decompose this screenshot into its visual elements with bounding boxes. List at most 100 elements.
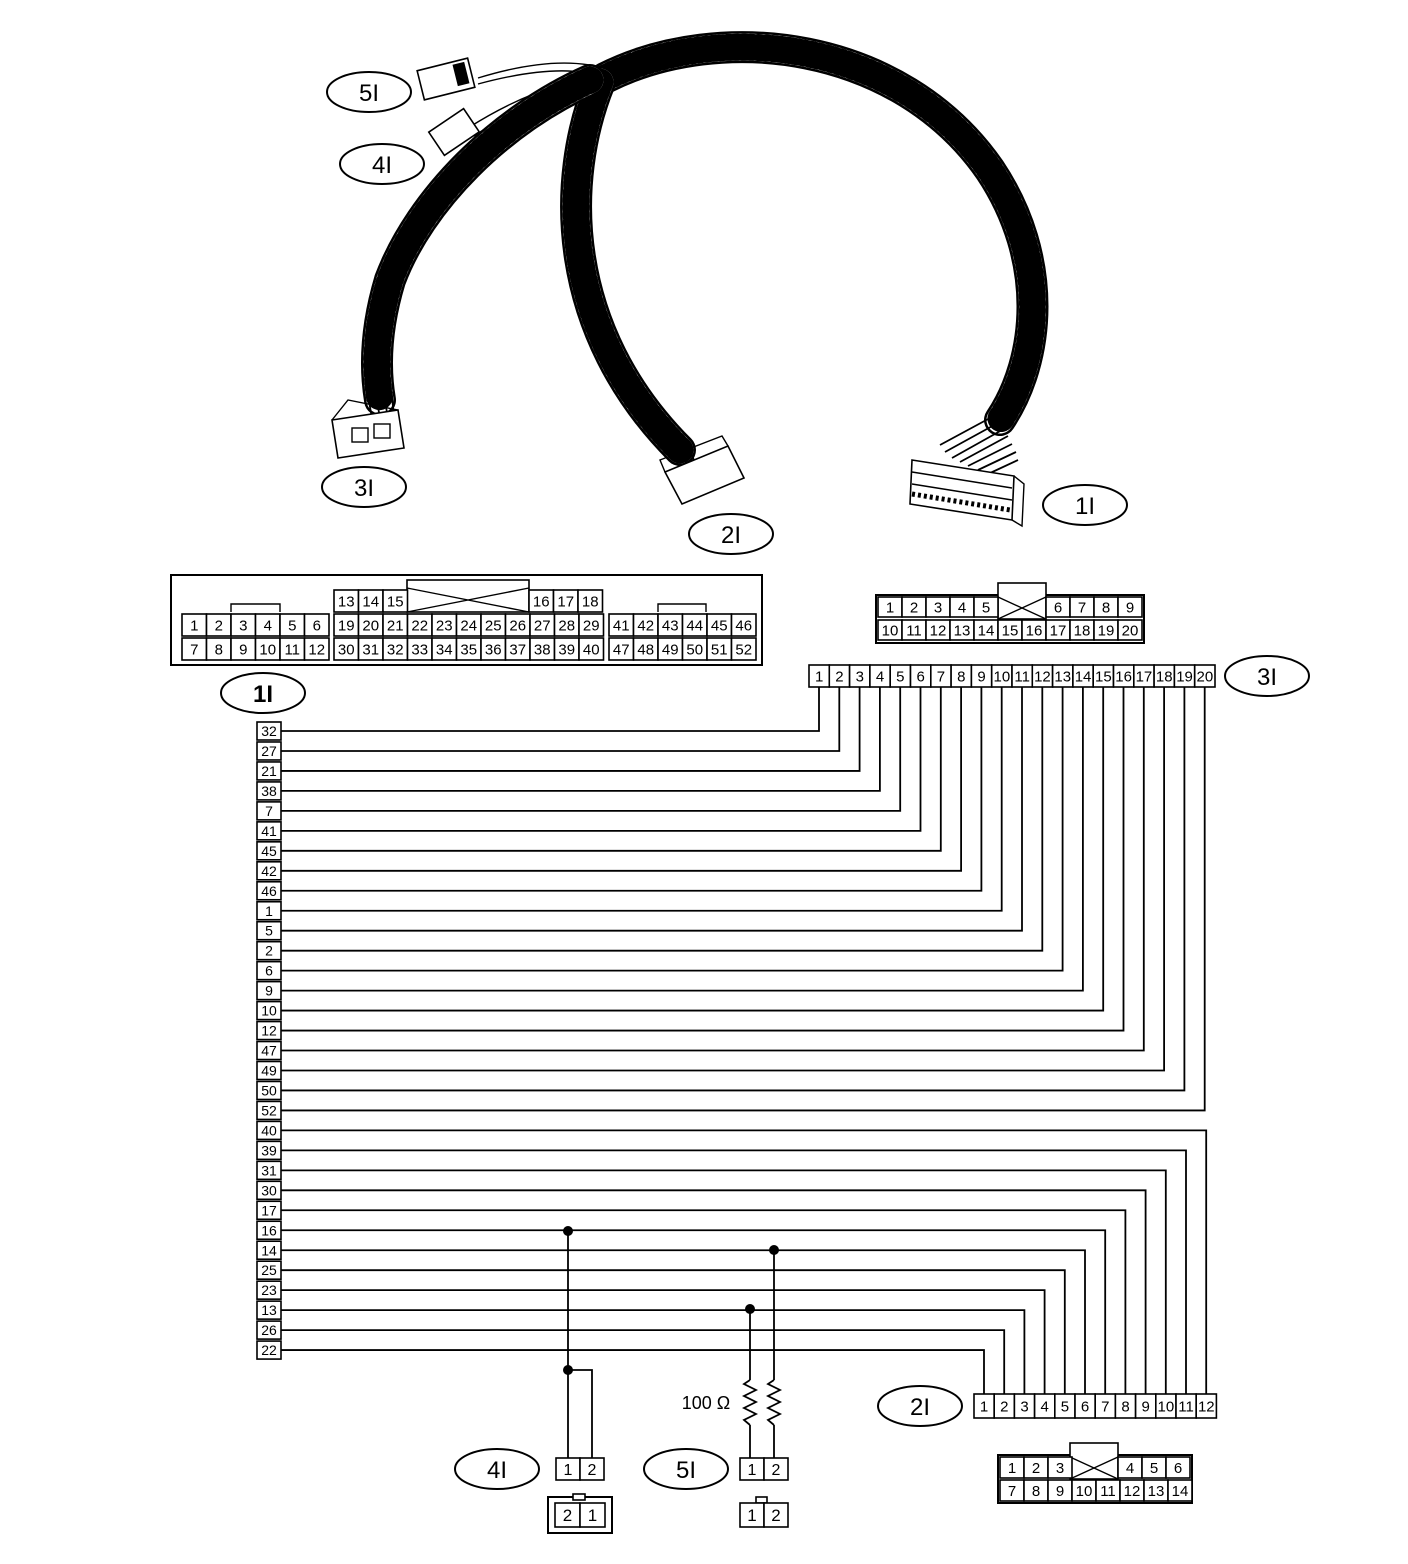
- pin-number: 2: [1032, 1460, 1040, 1477]
- strip-terminal: 14: [1072, 664, 1095, 688]
- pin-cell: 21: [382, 613, 409, 637]
- callout-5-lower: 5I: [643, 1448, 729, 1490]
- pin-number: 10: [994, 668, 1011, 685]
- pin-number: 2: [910, 599, 918, 616]
- harness-branch-2: [560, 66, 696, 466]
- pin-cell: 7: [1069, 596, 1095, 618]
- callout-1-lower-label: 1I: [253, 681, 273, 708]
- pin-number: 50: [686, 641, 703, 658]
- pin-cell: 15: [382, 589, 409, 613]
- pin-number: 2: [772, 1462, 781, 1479]
- pin-number: 10: [261, 1003, 277, 1019]
- pin-cell: 9: [1047, 1479, 1073, 1502]
- pin-number: 32: [261, 723, 277, 739]
- pin-cell: 1: [739, 1502, 765, 1528]
- strip-terminal: 9: [256, 980, 282, 1001]
- pin-number: 51: [711, 641, 728, 658]
- pin-number: 52: [735, 641, 752, 658]
- pin-number: 14: [978, 622, 995, 639]
- pin-number: 22: [261, 1342, 277, 1358]
- callout-4-lower: 4I: [454, 1448, 540, 1490]
- callout-5-label: 5I: [359, 80, 379, 107]
- resistor-1: [741, 1379, 759, 1426]
- pin-cell: 6: [1045, 596, 1071, 618]
- pin-cell: 28: [553, 613, 580, 637]
- pin-number: 10: [259, 641, 276, 658]
- pin-number: 4: [264, 617, 272, 634]
- wire: [281, 687, 983, 892]
- pin-number: 52: [261, 1102, 277, 1118]
- strip-terminal: 27: [256, 741, 282, 761]
- pin-cell: 1: [739, 1457, 765, 1481]
- pin-number: 38: [261, 783, 277, 799]
- strip-terminal: 9: [970, 664, 993, 688]
- strip-terminal: 1: [973, 1393, 996, 1419]
- pin-number: 9: [977, 668, 985, 685]
- strip-terminal: 50: [256, 1080, 282, 1101]
- pin-number: 6: [1174, 1460, 1182, 1477]
- pin-number: 4: [1041, 1398, 1049, 1415]
- pin-cell: 1: [999, 1456, 1025, 1479]
- strip-terminal: 5: [889, 664, 912, 688]
- pin-cell: 8: [1093, 596, 1119, 618]
- pin-number: 30: [261, 1182, 277, 1198]
- pin-number: 7: [1008, 1483, 1016, 1500]
- strip-terminal: 4: [869, 664, 892, 688]
- pin-number: 9: [1126, 599, 1134, 616]
- pin-number: 9: [1142, 1398, 1150, 1415]
- strip-terminal: 52: [256, 1100, 282, 1121]
- pin-number: 11: [284, 641, 300, 658]
- pin-number: 5: [1061, 1398, 1069, 1415]
- pin-number: 24: [460, 617, 477, 634]
- pin-number: 36: [485, 641, 502, 658]
- pin-number: 1: [588, 1506, 597, 1525]
- pin-number: 48: [637, 641, 654, 658]
- pin-number: 1: [748, 1462, 757, 1479]
- pin-cell: 19: [1093, 619, 1119, 641]
- wire: [281, 687, 942, 852]
- callout-1-lower: [220, 672, 306, 714]
- pin-number: 12: [1124, 1483, 1141, 1500]
- callout-2-strip: 2I: [877, 1385, 963, 1427]
- wire: [281, 687, 1105, 1012]
- strip-terminal: 49: [256, 1060, 282, 1081]
- pin-number: 16: [261, 1222, 277, 1238]
- wire: [281, 687, 820, 732]
- pin-number: 6: [916, 668, 924, 685]
- sensor-4-plug: [427, 107, 481, 157]
- strip-terminal: 6: [909, 664, 932, 688]
- callout-3-label: 3I: [354, 475, 374, 502]
- pin-number: 32: [387, 641, 404, 658]
- harness-branch-1: [589, 31, 1049, 436]
- wire: [281, 687, 861, 772]
- wire: [281, 1349, 985, 1394]
- pin-number: 26: [261, 1322, 277, 1338]
- pin-cell: 38: [529, 637, 556, 661]
- connector-1-body: [909, 417, 1025, 528]
- pin-number: 11: [1100, 1483, 1116, 1500]
- pin-number: 7: [265, 803, 273, 819]
- strip-terminal: 8: [1114, 1393, 1137, 1419]
- strip-terminal: 38: [256, 781, 282, 801]
- pin-cell: 2: [554, 1502, 581, 1528]
- pin-number: 9: [265, 983, 273, 999]
- pin-cell: 4: [254, 613, 281, 637]
- pin-cell: 17: [1045, 619, 1071, 641]
- pin-number: 21: [387, 617, 404, 634]
- strip-terminal: 5: [256, 920, 282, 941]
- pin-cell: 22: [406, 613, 433, 637]
- pin-cell: 23: [431, 613, 458, 637]
- strip-terminal: 31: [256, 1160, 282, 1181]
- pin-number: 13: [1148, 1483, 1165, 1500]
- pin-number: 6: [265, 963, 273, 979]
- pin-number: 14: [1172, 1483, 1189, 1500]
- strip-terminal: 19: [1173, 664, 1196, 688]
- strip-terminal: 15: [1092, 664, 1115, 688]
- pin-cell: 50: [681, 637, 708, 661]
- wire: [281, 1129, 1208, 1394]
